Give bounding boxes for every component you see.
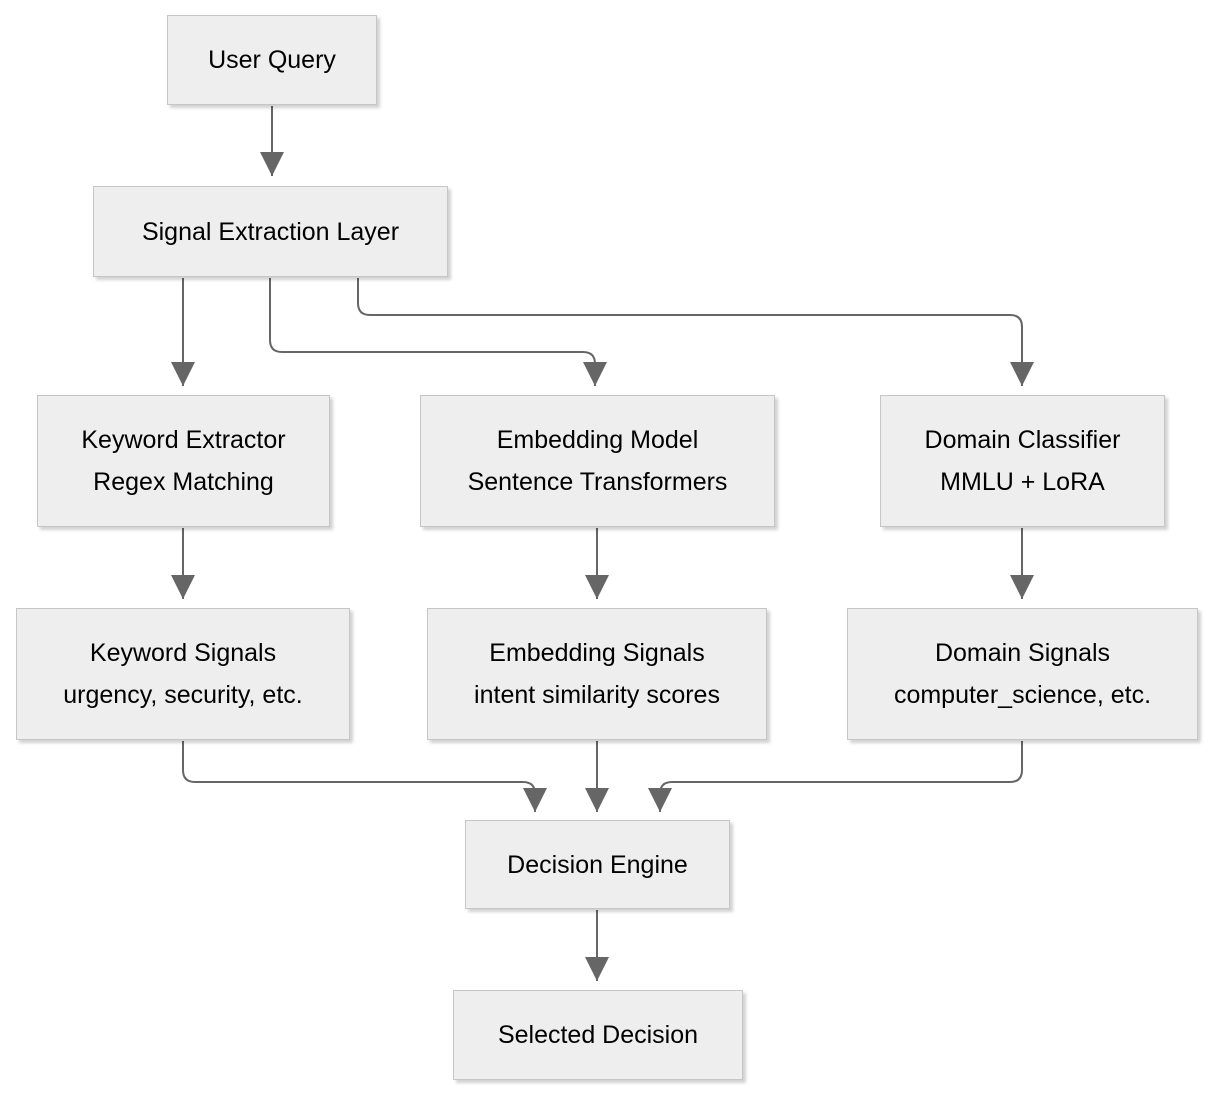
node-embedding-model: Embedding Model Sentence Transformers [420,395,775,527]
edge-signal-extraction-to-domain-classifier [357,278,1034,386]
node-domain-signals: Domain Signals computer_science, etc. [847,608,1198,740]
node-selected-decision: Selected Decision [453,990,743,1080]
node-selected-decision-label: Selected Decision [497,1021,699,1049]
node-domain-signals-subtitle: computer_science, etc. [893,681,1152,709]
node-keyword-extractor: Keyword Extractor Regex Matching [37,395,330,527]
edge-domain-signals-to-decision-engine [648,741,1023,812]
edge-signal-extraction-to-embedding-model [269,278,607,386]
node-embedding-signals: Embedding Signals intent similarity scor… [427,608,767,740]
node-domain-classifier-subtitle: MMLU + LoRA [940,468,1105,496]
node-signal-extraction-layer-label: Signal Extraction Layer [141,217,400,246]
node-embedding-signals-subtitle: intent similarity scores [474,681,720,709]
node-embedding-model-subtitle: Sentence Transformers [467,468,728,496]
node-keyword-signals-title: Keyword Signals [89,639,277,667]
edge-keyword-signals-to-decision-engine [182,741,547,812]
node-keyword-extractor-title: Keyword Extractor [81,426,286,454]
node-decision-engine: Decision Engine [465,820,730,909]
node-domain-classifier: Domain Classifier MMLU + LoRA [880,395,1165,527]
node-domain-classifier-title: Domain Classifier [924,426,1121,454]
node-keyword-extractor-subtitle: Regex Matching [93,468,274,496]
node-keyword-signals: Keyword Signals urgency, security, etc. [16,608,350,740]
node-embedding-model-title: Embedding Model [496,426,699,454]
node-embedding-signals-title: Embedding Signals [489,639,705,667]
node-domain-signals-title: Domain Signals [934,639,1111,667]
node-signal-extraction-layer: Signal Extraction Layer [93,186,448,277]
node-decision-engine-label: Decision Engine [507,850,688,879]
node-user-query: User Query [167,15,377,105]
node-user-query-label: User Query [208,46,336,74]
node-keyword-signals-subtitle: urgency, security, etc. [63,681,303,709]
